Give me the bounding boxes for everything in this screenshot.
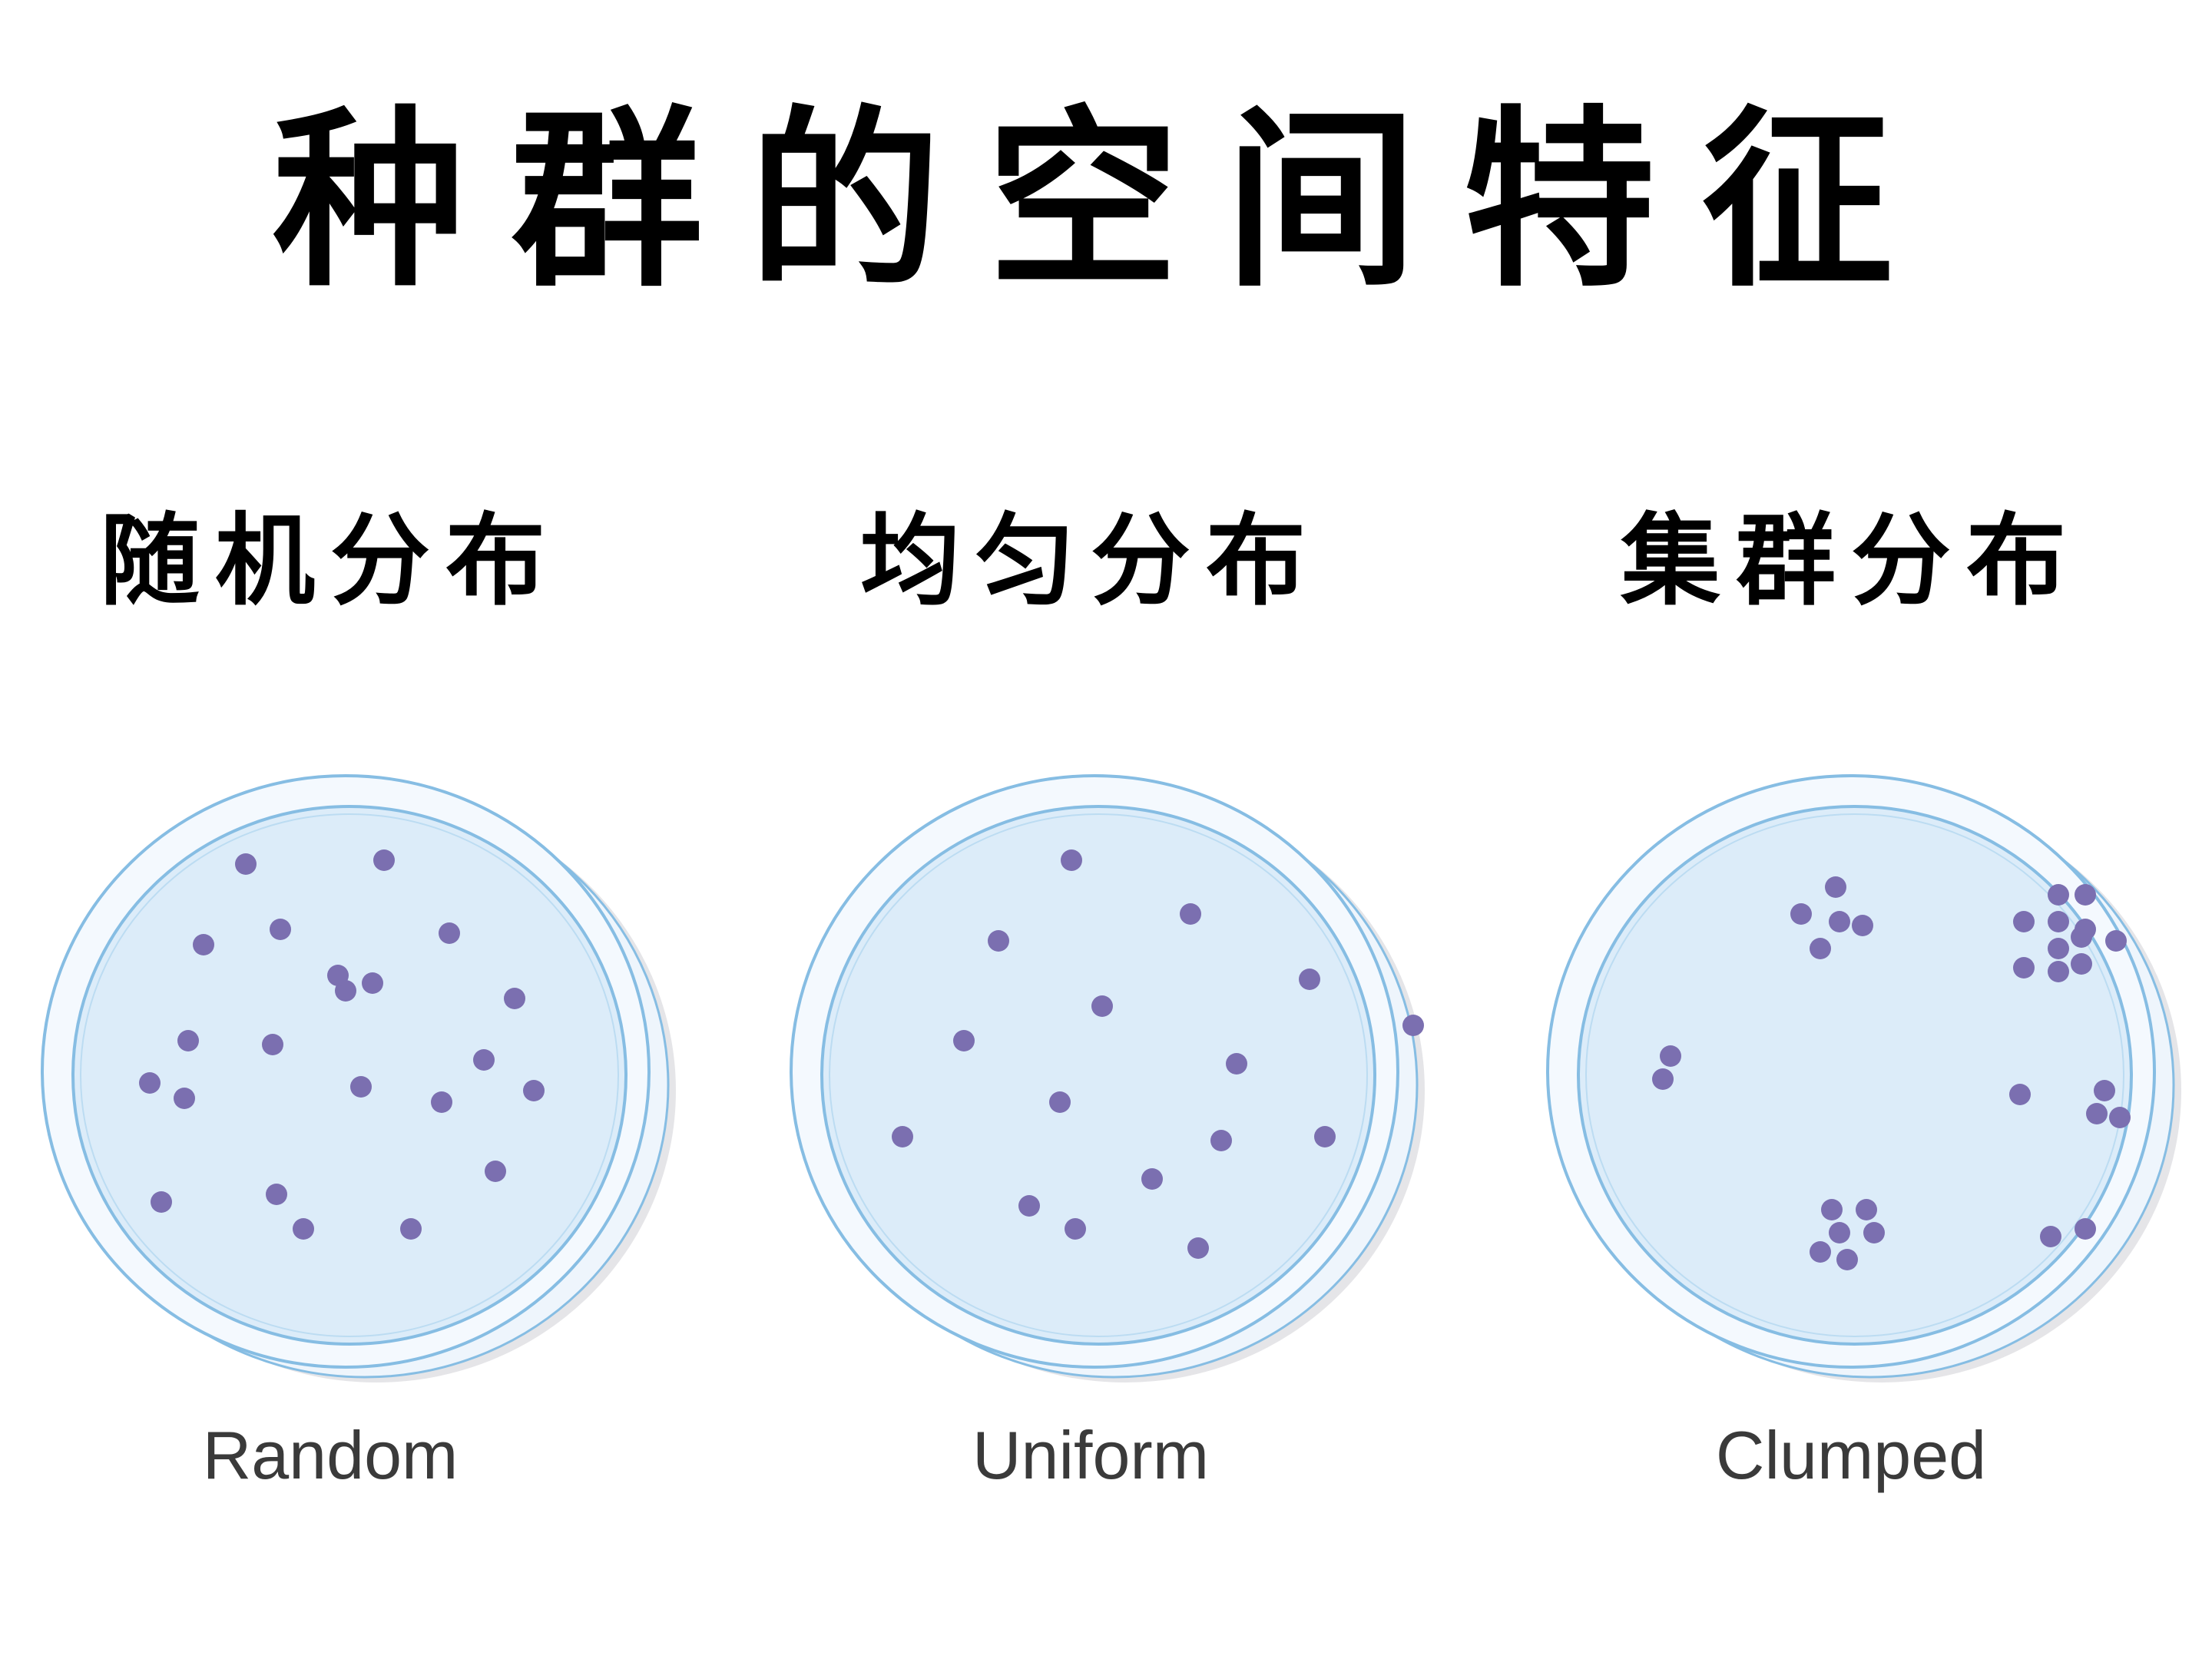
organism-dot <box>1141 1168 1163 1190</box>
organism-dot <box>1836 1249 1858 1270</box>
random-label-en: Random <box>202 1417 459 1493</box>
organism-dot <box>1825 876 1846 898</box>
organism-dot <box>1652 1068 1674 1090</box>
organism-dot <box>362 972 383 994</box>
dish-inner-line <box>1585 813 2124 1337</box>
organism-dot <box>2048 961 2069 982</box>
organism-dot <box>504 988 525 1009</box>
organism-dot <box>139 1072 161 1094</box>
organism-dot <box>2040 1226 2061 1247</box>
organism-dot <box>485 1161 506 1182</box>
organism-dot <box>1049 1091 1071 1113</box>
organism-dot <box>953 1030 975 1051</box>
organism-dot <box>2071 926 2092 948</box>
organism-dot <box>473 1049 495 1071</box>
organism-dot <box>1863 1222 1885 1243</box>
random-dish <box>23 768 684 1398</box>
organism-dot <box>350 1076 372 1098</box>
dish-inner-line <box>829 813 1368 1337</box>
organism-dot <box>293 1218 314 1240</box>
organism-dot <box>1018 1195 1040 1217</box>
dish-inner-rim <box>820 805 1376 1346</box>
organism-dot <box>892 1126 913 1147</box>
organism-dot <box>1660 1045 1681 1067</box>
organism-dot <box>373 849 395 871</box>
organism-dot <box>177 1030 199 1051</box>
organism-dot <box>523 1080 545 1101</box>
organism-dot <box>1314 1126 1336 1147</box>
uniform-dish-graphic <box>790 774 1425 1382</box>
organism-dot <box>2086 1103 2108 1124</box>
organism-dot <box>431 1091 452 1113</box>
clumped-dish <box>1544 768 2204 1398</box>
organism-dot <box>1810 938 1831 959</box>
organism-dot <box>1829 1222 1850 1243</box>
random-label-cn: 随机分布 <box>99 502 561 619</box>
organism-dot <box>2048 938 2069 959</box>
organism-dot <box>1790 903 1812 925</box>
dish-inner-rim <box>1577 805 2133 1346</box>
organism-dot <box>2071 953 2092 975</box>
organism-dot <box>2009 1084 2031 1105</box>
organism-dot <box>1210 1130 1232 1151</box>
organism-dot <box>988 930 1009 952</box>
organism-dot <box>2013 957 2035 979</box>
random-dish-graphic <box>41 774 676 1382</box>
organism-dot <box>1299 969 1320 990</box>
organism-dot <box>1856 1199 1877 1220</box>
organism-dot <box>327 965 349 986</box>
dish-inner-line <box>80 813 619 1337</box>
organism-dot <box>2075 884 2096 906</box>
organism-dot <box>2105 930 2127 952</box>
organism-dot <box>1226 1053 1247 1075</box>
organism-dot <box>1061 849 1082 871</box>
organism-dot <box>2013 911 2035 932</box>
organism-dot <box>439 922 460 944</box>
organism-dot <box>174 1088 195 1109</box>
organism-dot <box>400 1218 422 1240</box>
clumped-label-en: Clumped <box>1715 1417 1987 1493</box>
organism-dot <box>262 1034 283 1055</box>
organism-dot <box>1821 1199 1843 1220</box>
organism-dot <box>235 853 257 875</box>
organism-dot <box>270 919 291 940</box>
organism-dot <box>1402 1015 1424 1036</box>
uniform-label-cn: 均匀分布 <box>859 502 1321 619</box>
organism-dot <box>1187 1237 1209 1259</box>
uniform-label-en: Uniform <box>972 1417 1210 1493</box>
clumped-label-cn: 集群分布 <box>1620 502 2081 619</box>
uniform-dish <box>783 768 1444 1398</box>
organism-dot <box>1829 911 1850 932</box>
organism-dot <box>1810 1241 1831 1263</box>
organism-dot <box>1091 995 1113 1017</box>
page-title: 种群的空间特征 <box>273 87 1939 313</box>
organism-dot <box>2048 911 2069 932</box>
organism-dot <box>2109 1107 2131 1128</box>
organism-dot <box>2048 884 2069 906</box>
organism-dot <box>1065 1218 1086 1240</box>
organism-dot <box>266 1184 287 1205</box>
clumped-dish-graphic <box>1546 774 2181 1382</box>
organism-dot <box>151 1191 172 1213</box>
organism-dot <box>2075 1218 2096 1240</box>
organism-dot <box>1180 903 1201 925</box>
organism-dot <box>193 934 214 955</box>
organism-dot <box>2094 1080 2115 1101</box>
organism-dot <box>1852 915 1873 936</box>
